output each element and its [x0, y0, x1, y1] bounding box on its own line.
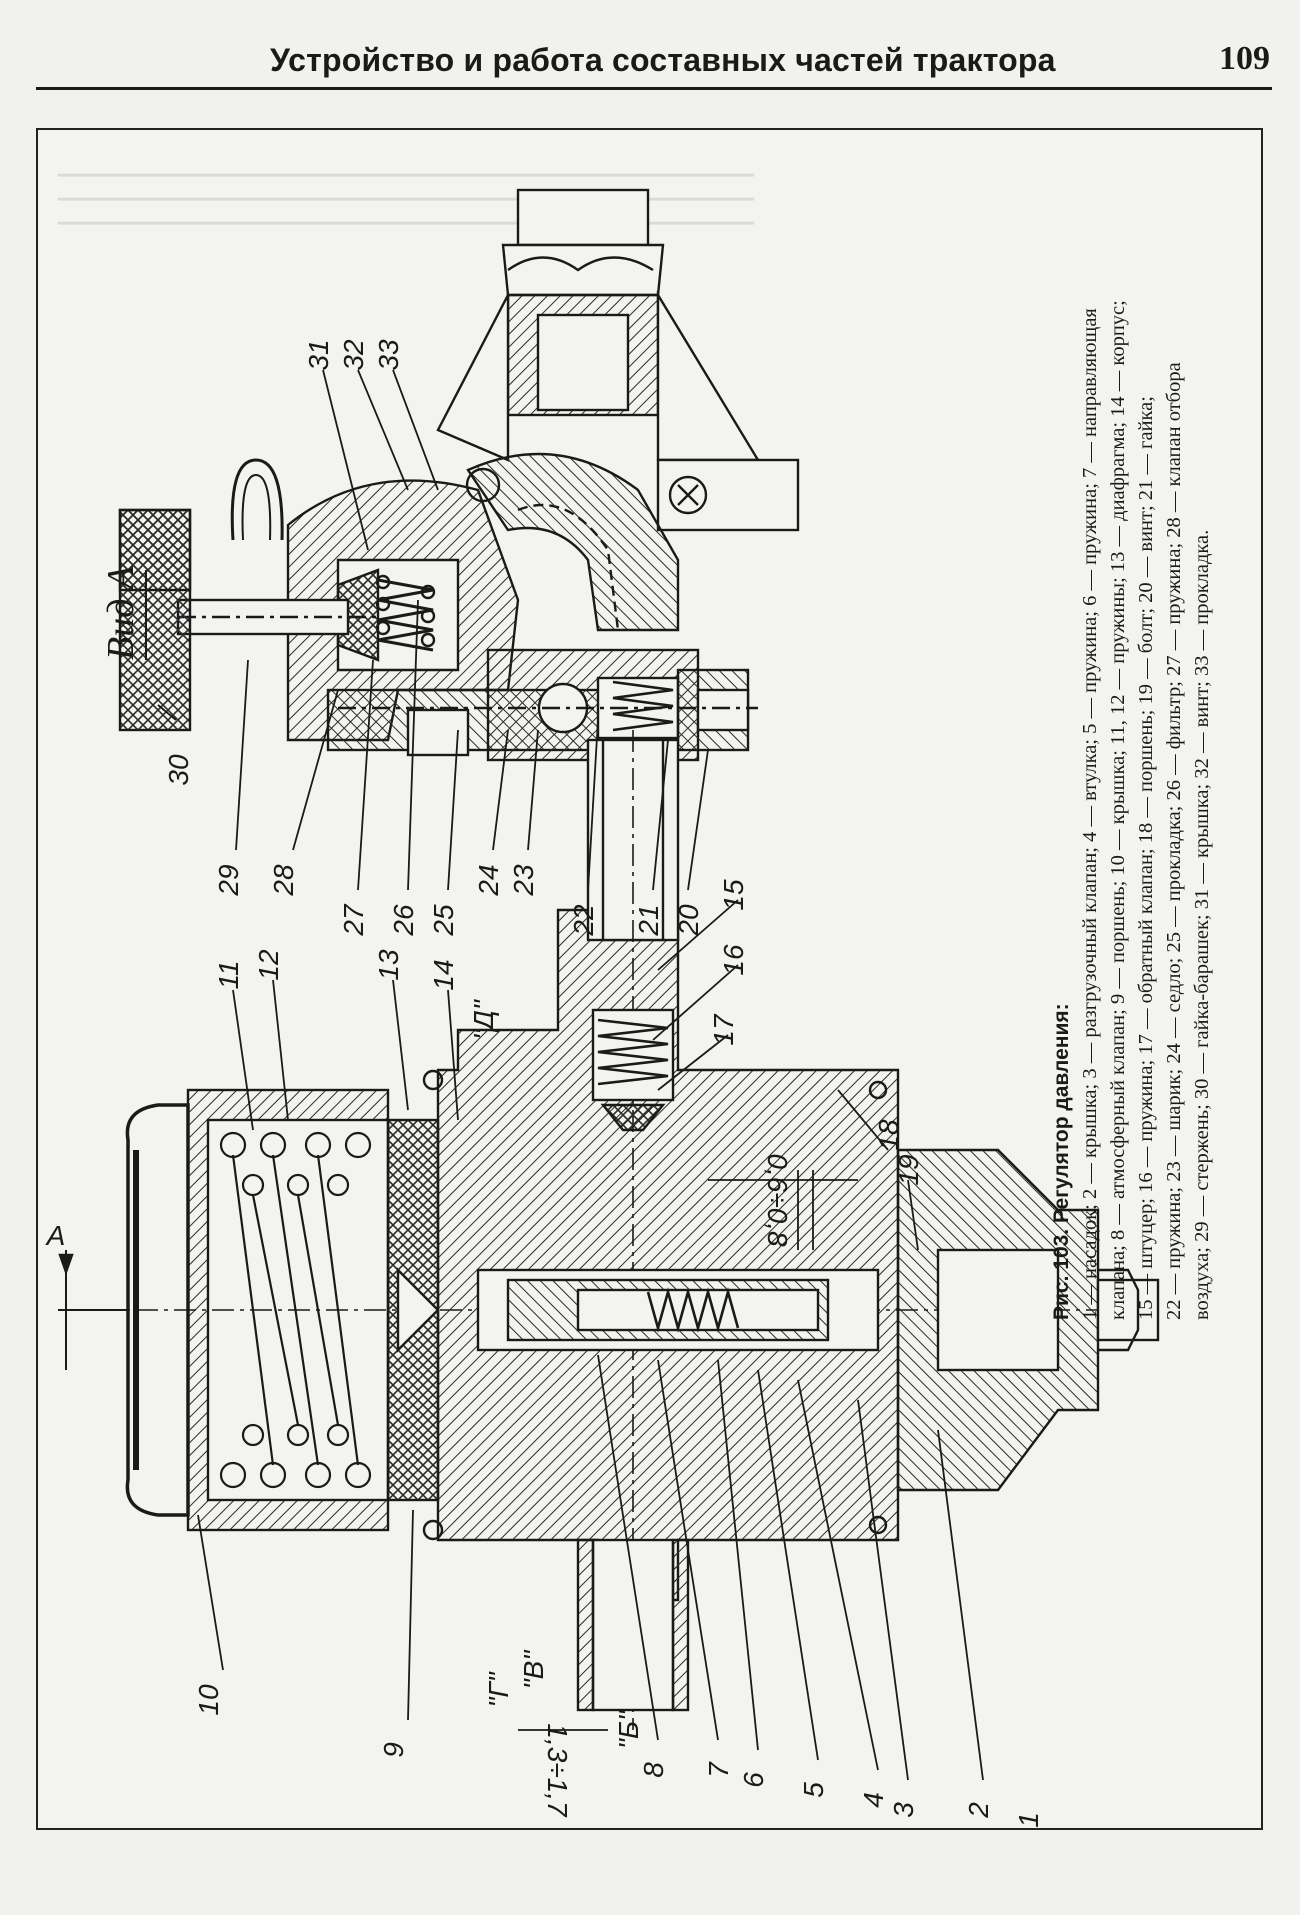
callout-22: 22 [568, 904, 599, 937]
callout-17: 17 [708, 1013, 739, 1046]
dimension-marks [518, 1170, 858, 1731]
callout-18: 18 [873, 1119, 904, 1151]
callout-25: 25 [428, 904, 459, 937]
callout-6: 6 [738, 1772, 769, 1788]
callout-7: 7 [703, 1761, 734, 1778]
callout-32: 32 [338, 339, 369, 371]
callout-27: 27 [338, 903, 369, 937]
upper-assembly [118, 188, 800, 762]
callout-5: 5 [798, 1782, 829, 1798]
section-mark: "Д" [468, 999, 499, 1040]
figure-frame: ━━━━━━━━━━━━━━━━━━━━━━━━━━━━━━━━━━━━━━━━… [36, 128, 1263, 1830]
callout-26: 26 [388, 904, 419, 937]
callout-24: 24 [473, 864, 504, 896]
view-a-label: Вид А [100, 565, 142, 660]
callout-28: 28 [268, 864, 299, 897]
callout-11: 11 [213, 960, 244, 989]
callout-16: 16 [718, 944, 749, 976]
dimension-label: 0,6÷0,8 [762, 1153, 793, 1247]
callout-1: 1 [1013, 1812, 1044, 1828]
lower-assembly [58, 730, 1160, 1730]
section-mark: "В" [518, 1650, 549, 1690]
callout-13: 13 [373, 949, 404, 981]
callout-19: 19 [893, 1154, 924, 1185]
caption-line: клапана; 8 — атмосферный клапан; 9 — пор… [1107, 300, 1129, 1320]
pressure-regulator-drawing [58, 188, 1160, 1781]
arrow-a-label: А [45, 1220, 66, 1251]
upper-leaders [157, 369, 709, 891]
callout-14: 14 [428, 959, 459, 990]
callout-9: 9 [378, 1742, 409, 1758]
figure-caption-title: Рис. 103. Регулятор давления: [1050, 1003, 1073, 1320]
callout-8: 8 [638, 1762, 669, 1778]
callout-23: 23 [508, 864, 539, 897]
page-header-title: Устройство и работа составных частей тра… [270, 42, 1056, 78]
dimension-label: 1,3÷1,7 [542, 1723, 573, 1818]
caption-line: 15 — штуцер; 16 — пружина; 17 — обратный… [1135, 396, 1157, 1320]
callout-3: 3 [888, 1802, 919, 1818]
caption-line: воздуха; 29 — стержень; 30 — гайка-бараш… [1191, 529, 1213, 1320]
caption-line: 22 — пружина; 23 — шарик; 24 — седло; 25… [1163, 362, 1185, 1320]
callout-29: 29 [213, 864, 244, 896]
section-mark: "Г" [483, 1671, 514, 1707]
callout-30: 30 [163, 754, 194, 786]
callout-12: 12 [253, 949, 284, 981]
callout-31: 31 [303, 339, 334, 370]
lower-leaders [197, 899, 984, 1781]
figure-caption: Рис. 103. Регулятор давления: 1 — насадо… [1048, 180, 1216, 1320]
callout-10: 10 [193, 1684, 224, 1716]
callout-15: 15 [718, 879, 749, 911]
section-mark: "Б" [613, 1710, 644, 1749]
header-rule [36, 87, 1272, 90]
callout-33: 33 [373, 339, 404, 371]
callout-2: 2 [963, 1802, 994, 1819]
page-number: 109 [1219, 40, 1270, 77]
callout-20: 20 [673, 904, 704, 937]
callout-4: 4 [858, 1792, 889, 1808]
caption-line: 1 — насадок; 2 — крышка; 3 — разгрузочны… [1079, 308, 1101, 1320]
callout-21: 21 [633, 904, 664, 936]
